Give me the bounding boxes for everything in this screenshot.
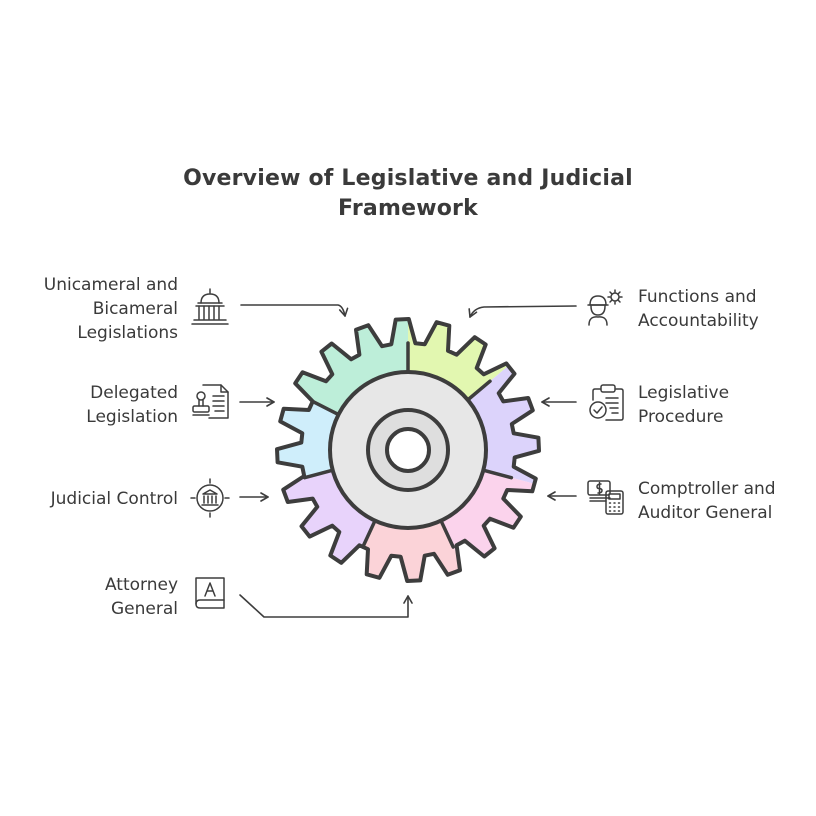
- label-line: Judicial Control: [50, 489, 178, 509]
- worker-gear-icon: [587, 289, 623, 326]
- label-line: Legislative: [638, 383, 730, 403]
- gear-segment: [277, 389, 341, 485]
- label-comptroller-auditor: Comptroller and Auditor General: [638, 477, 776, 525]
- gear-divider: [361, 518, 377, 549]
- label-line: Accountability: [638, 311, 759, 331]
- money-calculator-icon: [587, 480, 624, 515]
- label-judicial-control: Judicial Control: [51, 487, 178, 511]
- label-line: Unicameral and: [43, 275, 178, 295]
- gear-outline: [275, 317, 541, 583]
- label-delegated-legislation: Delegated Legislation: [86, 381, 178, 429]
- label-attorney-general: Attorney General: [105, 573, 178, 621]
- gear-divider: [481, 468, 514, 480]
- gear-divider: [310, 399, 341, 417]
- law-book-icon: [195, 577, 225, 609]
- court-target-icon: [190, 478, 230, 518]
- gear-axle-hole: [385, 427, 431, 473]
- label-functions-accountability: Functions and Accountability: [638, 285, 759, 333]
- gear-segment: [279, 469, 376, 571]
- label-line: Attorney: [104, 575, 178, 595]
- diagram-title: Overview of Legislative and Judicial Fra…: [0, 164, 816, 224]
- gear-segment: [408, 319, 510, 402]
- label-line: Auditor General: [638, 503, 773, 523]
- label-legislative-procedure: Legislative Procedure: [638, 381, 729, 429]
- arrow-functions: [468, 305, 577, 318]
- label-line: Functions and: [638, 287, 757, 307]
- label-line: Delegated: [90, 383, 178, 403]
- label-line: Comptroller and: [638, 479, 776, 499]
- clipboard-check-icon: [589, 384, 624, 421]
- gear-divider: [439, 518, 455, 549]
- capitol-building-icon: [191, 288, 229, 325]
- title-line-2: Framework: [338, 196, 478, 221]
- label-line: Bicameral: [92, 299, 178, 319]
- label-line: Legislation: [86, 407, 178, 427]
- gear-divider: [302, 468, 335, 480]
- arrow-attorney: [239, 594, 413, 618]
- stamp-document-icon: [192, 384, 229, 419]
- label-line: Procedure: [638, 407, 724, 427]
- gear-divider: [466, 379, 492, 402]
- label-line: General: [111, 599, 178, 619]
- gear-dividers: [302, 341, 514, 549]
- title-line-1: Overview of Legislative and Judicial: [183, 166, 633, 191]
- label-unicameral-bicameral: Unicameral and Bicameral Legislations: [44, 273, 178, 345]
- arrow-unicameral: [240, 304, 349, 317]
- label-line: Legislations: [77, 323, 178, 343]
